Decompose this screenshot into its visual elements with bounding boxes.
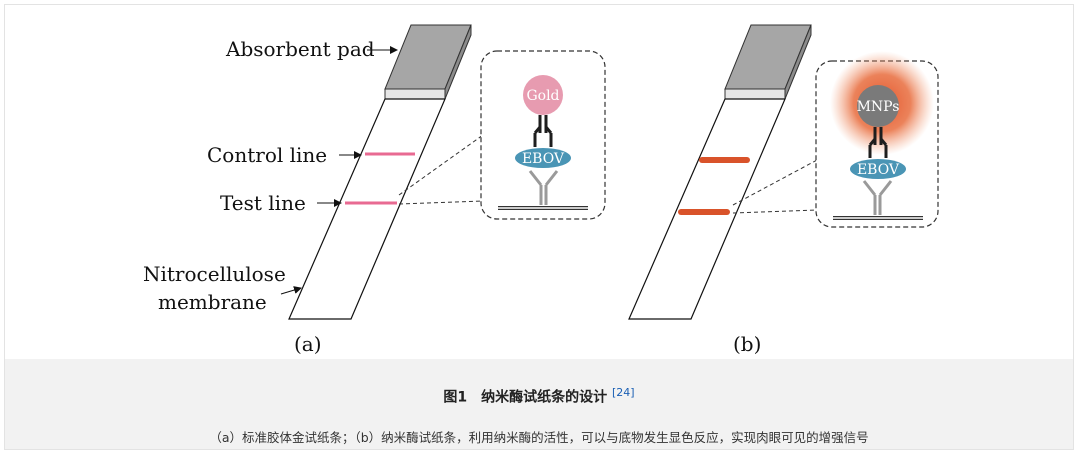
membrane-label: membrane: [158, 290, 267, 314]
ebov-antigen-b: [850, 159, 906, 179]
caption-band: 图1 纳米酶试纸条的设计 [24] （a）标准胶体金试纸条；（b）纳米酶试纸条，…: [5, 359, 1073, 449]
ebov-label-b: EBOV: [857, 162, 900, 178]
panel-b: EBOV MNPs (b): [628, 24, 939, 356]
figure-caption-subtitle: （a）标准胶体金试纸条；（b）纳米酶试纸条，利用纳米酶的活性，可以与底物发生显色…: [209, 430, 869, 445]
ebov-label-a: EBOV: [522, 151, 565, 167]
panel-a-label: (a): [294, 332, 322, 356]
absorbent-pad-label: Absorbent pad: [225, 37, 375, 61]
figure-frame: Absorbent pad Control line Test line Nit…: [4, 4, 1074, 450]
figure-caption-title: 图1 纳米酶试纸条的设计 [24]: [5, 386, 1073, 407]
panel-a: Absorbent pad Control line Test line Nit…: [143, 24, 606, 356]
nitrocellulose-label: Nitrocellulose: [143, 262, 286, 286]
inset-b: EBOV MNPs: [815, 51, 939, 228]
control-line-label: Control line: [207, 143, 327, 167]
absorbent-pad-shape-b: [724, 24, 812, 100]
inset-a: EBOV Gold: [480, 50, 606, 220]
mnps-label: MNPs: [857, 99, 900, 115]
reference-link[interactable]: [24]: [612, 386, 635, 399]
ebov-antigen-a: [515, 148, 571, 168]
gold-label: Gold: [526, 88, 559, 104]
gold-particle: [523, 75, 563, 115]
test-strip-membrane: [288, 98, 446, 320]
absorbent-pad-shape: [384, 24, 472, 100]
caption-title-text: 图1 纳米酶试纸条的设计: [443, 389, 608, 406]
mnp-particle: [857, 85, 899, 127]
test-line-label: Test line: [220, 191, 306, 215]
panel-b-label: (b): [733, 332, 761, 356]
figure-diagram: Absorbent pad Control line Test line Nit…: [5, 5, 1073, 359]
